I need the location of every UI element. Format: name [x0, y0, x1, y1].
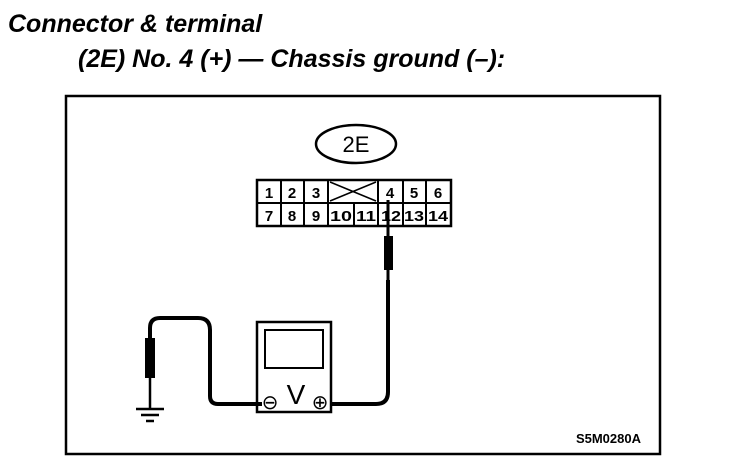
voltmeter-positive-terminal: ⊕: [312, 392, 329, 414]
terminal-13: 13: [404, 208, 424, 225]
terminal-4: 4: [386, 185, 395, 202]
terminal-3: 3: [312, 185, 320, 202]
terminal-9: 9: [312, 208, 320, 225]
terminal-12: 12: [381, 208, 401, 225]
voltmeter: V ⊖ ⊕: [255, 320, 333, 414]
terminal-11: 11: [356, 208, 376, 225]
blank-cavity-cross-2: [329, 181, 377, 202]
connector-label: 2E: [343, 132, 370, 157]
positive-lead-wire: [330, 280, 390, 406]
terminal-10: 10: [330, 208, 352, 225]
voltmeter-symbol: V: [287, 379, 306, 410]
figure-code: S5M0280A: [576, 431, 642, 446]
connector-label-oval: [314, 123, 398, 165]
negative-lead-wire: [148, 316, 262, 406]
terminal-8: 8: [288, 208, 296, 225]
heading-line-2: (2E) No. 4 (+) — Chassis ground (–):: [78, 45, 506, 73]
terminal-2: 2: [288, 185, 296, 202]
terminal-1: 1: [265, 185, 273, 202]
heading-line-1: Connector & terminal: [8, 10, 263, 38]
terminal-5: 5: [410, 185, 418, 202]
positive-probe: [384, 200, 393, 280]
terminal-14: 14: [428, 208, 449, 225]
voltmeter-negative-terminal: ⊖: [262, 392, 279, 414]
terminal-6: 6: [434, 185, 442, 202]
voltmeter-display: [264, 329, 324, 369]
negative-probe: [145, 338, 155, 408]
chassis-ground-icon: [136, 407, 164, 423]
connector-2e: 1 2 3 4 5 6 7 8 9 10 11 12 13 14: [255, 178, 453, 228]
terminal-7: 7: [265, 208, 273, 225]
diagram-frame: [64, 94, 662, 456]
